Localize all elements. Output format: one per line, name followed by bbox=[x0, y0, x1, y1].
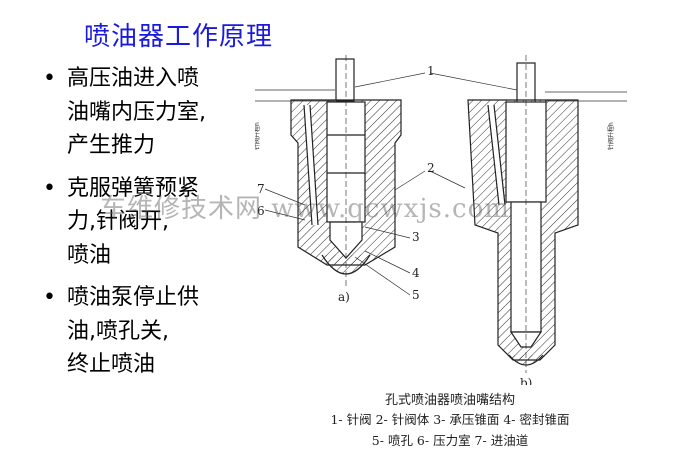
bullet-line: 产生推力 bbox=[67, 133, 156, 158]
nozzle-a bbox=[290, 55, 402, 287]
bullet-list: • 高压油进入喷油嘴内压力室, 产生推力 • 克服弹簧预紧力,针阀开, 喷油 • 喷油泵停… bbox=[40, 62, 280, 391]
bullet-line: 喷油 bbox=[67, 242, 112, 268]
bullet-dot-icon: • bbox=[43, 285, 56, 310]
bullet-line: 高压油进入喷 bbox=[67, 66, 200, 91]
lift-label-a: 针阀升程h bbox=[255, 122, 261, 150]
callout-1: 1 bbox=[427, 64, 435, 78]
bullet-dot-icon: • bbox=[43, 66, 56, 91]
callout-4: 4 bbox=[412, 266, 420, 280]
bullet-line: 克服弹簧预紧 bbox=[67, 175, 200, 201]
callout-6: 6 bbox=[257, 204, 265, 218]
bullet-item: • 喷油泵停止供油,喷孔关, 终止喷油 bbox=[40, 281, 280, 382]
bullet-line: 油,喷孔关, bbox=[67, 318, 169, 344]
callout-lines bbox=[255, 72, 627, 296]
label-a: a) bbox=[338, 290, 350, 304]
callout-2: 2 bbox=[427, 161, 435, 175]
watermark: 车维修技术网 www.qcwxjs.com bbox=[100, 194, 510, 224]
callout-7: 7 bbox=[257, 182, 265, 196]
callout-5: 5 bbox=[412, 288, 420, 302]
diagram-legend-line-2: 5- 喷孔 6- 压力室 7- 进油道 bbox=[371, 433, 529, 448]
bullet-line: 喷油泵停止供 bbox=[67, 285, 200, 310]
bullet-item: • 高压油进入喷油嘴内压力室, 产生推力 bbox=[40, 62, 280, 163]
nozzle-diagram: 1 2 3 4 5 6 7 a) b) 针阀升程h 针阀升程h bbox=[255, 55, 627, 385]
bullet-line: 终止喷油 bbox=[67, 352, 156, 377]
bullet-line: 力,针阀开, bbox=[67, 209, 169, 234]
nozzle-b bbox=[467, 55, 579, 373]
diagram-legend-line-1: 1- 针阀 2- 针阀体 3- 承压锥面 4- 密封锥面 bbox=[330, 412, 570, 427]
lift-label-b: 针阀升程h bbox=[607, 122, 615, 150]
bullet-line: 油嘴内压力室, bbox=[67, 99, 206, 125]
slide-title: 喷油器工作原理 bbox=[84, 22, 274, 52]
bullet-item: • 克服弹簧预紧力,针阀开, 喷油 bbox=[40, 172, 280, 273]
label-b: b) bbox=[520, 376, 532, 385]
diagram-caption-title: 孔式喷油器喷油嘴结构 bbox=[384, 393, 515, 408]
callout-3: 3 bbox=[412, 230, 420, 244]
bullet-dot-icon: • bbox=[43, 175, 56, 201]
